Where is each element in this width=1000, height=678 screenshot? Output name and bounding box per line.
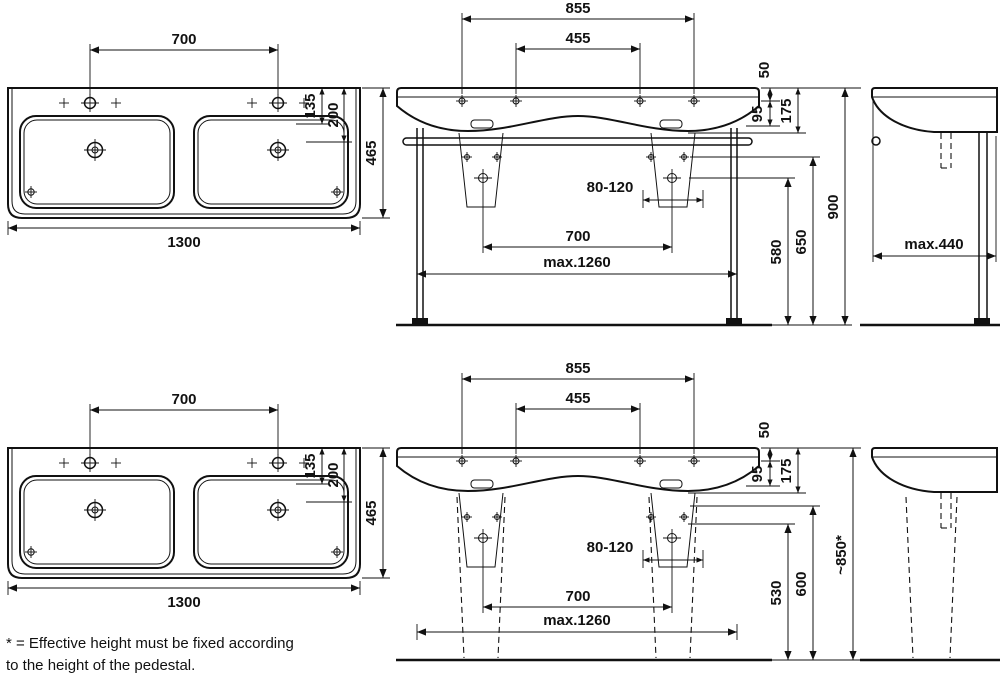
footnote-line1: * = Effective height must be fixed accor…: [6, 635, 294, 652]
foot-right: [726, 318, 742, 325]
towel-rail: [402, 137, 753, 146]
foot-side: [974, 318, 990, 325]
dim-label-850: ~850*: [833, 535, 850, 575]
towel-rail-end: [871, 136, 881, 146]
front-view-frame-top: max.1260 580 650 900: [396, 88, 852, 327]
footnote-line2: to the height of the pedestal.: [6, 657, 195, 674]
dim-label-530: 530: [768, 580, 785, 605]
dim-label-600: 600: [793, 571, 810, 596]
foot-left: [412, 318, 428, 325]
side-view-frame-top: max.440: [860, 100, 1000, 327]
dim-label-max1260-bottom: max.1260: [543, 612, 611, 629]
dim-label-max1260-top: max.1260: [543, 254, 611, 271]
front-view-pedestal-bottom: max.1260 530 600 ~850*: [396, 448, 862, 662]
dim-label-650: 650: [793, 229, 810, 254]
side-view-pedestal-bottom: [860, 496, 1000, 662]
dim-label-900: 900: [825, 194, 842, 219]
dim-label-max440: max.440: [904, 236, 963, 253]
dim-label-580: 580: [768, 239, 785, 264]
